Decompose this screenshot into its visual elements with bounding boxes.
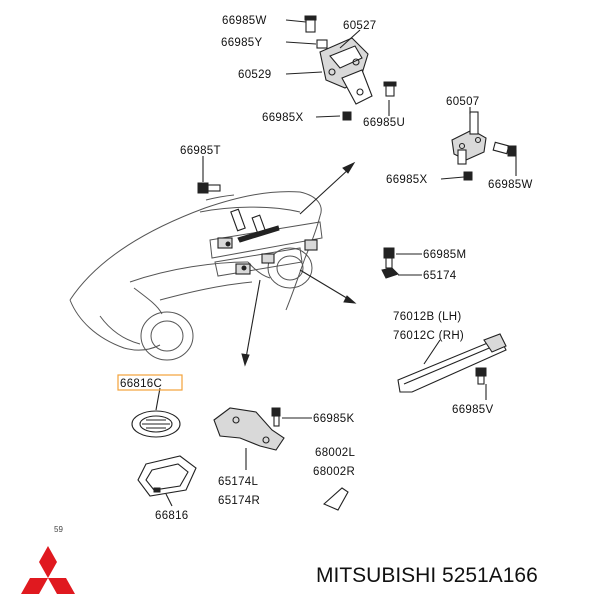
bolt-66985m-and-clip-65174	[381, 247, 399, 279]
cover-66816	[137, 455, 197, 497]
label-60527: 60527	[343, 20, 376, 32]
bracket-60507-assembly	[451, 111, 517, 181]
label-68002l: 68002L	[315, 447, 355, 459]
car-body-outline	[69, 191, 323, 361]
mitsubishi-logo	[21, 546, 75, 594]
label-66985m: 66985M	[423, 249, 466, 261]
logo-diamond-right	[48, 578, 75, 594]
highlight-66816c	[117, 374, 183, 391]
pad-68002	[322, 487, 349, 511]
logo-diamond-top	[39, 546, 57, 578]
label-65174: 65174	[423, 270, 457, 282]
label-66985k: 66985K	[313, 413, 354, 425]
bracket-65174-lr	[213, 407, 285, 451]
brand-caption: MITSUBISHI 5251A166	[316, 564, 538, 587]
label-66985u: 66985U	[363, 117, 405, 129]
label-66985w-top: 66985W	[222, 15, 267, 27]
label-66985x-top: 66985X	[262, 112, 303, 124]
bracket-60527-assembly	[304, 15, 397, 121]
label-66985y: 66985Y	[221, 37, 262, 49]
label-66816: 66816	[155, 510, 188, 522]
label-60529: 60529	[238, 69, 271, 81]
label-66816c: 66816C	[120, 378, 162, 390]
leader-lines	[155, 19, 517, 507]
pointer-arrows	[241, 161, 357, 367]
rail-76012	[397, 333, 507, 393]
logo-diamond-left	[21, 578, 48, 594]
label-66985t: 66985T	[180, 145, 221, 157]
car-internal-brackets	[217, 208, 318, 275]
label-65174l: 65174L	[218, 476, 258, 488]
part-number-labels: 66985W 60527 66985Y 60529 66985X 66985U …	[54, 15, 533, 534]
label-60507: 60507	[446, 96, 479, 108]
small-mark: 59	[54, 525, 63, 534]
label-66985x-right: 66985X	[386, 174, 427, 186]
label-65174r: 65174R	[218, 495, 260, 507]
label-68002r: 68002R	[313, 466, 355, 478]
grommet-66816c	[131, 410, 181, 438]
label-76012c-rh: 76012C (RH)	[393, 330, 464, 342]
label-66985w-right: 66985W	[488, 179, 533, 191]
bolt-66985t	[197, 182, 221, 194]
label-66985v: 66985V	[452, 404, 493, 416]
label-76012b-lh: 76012B (LH)	[393, 311, 462, 323]
